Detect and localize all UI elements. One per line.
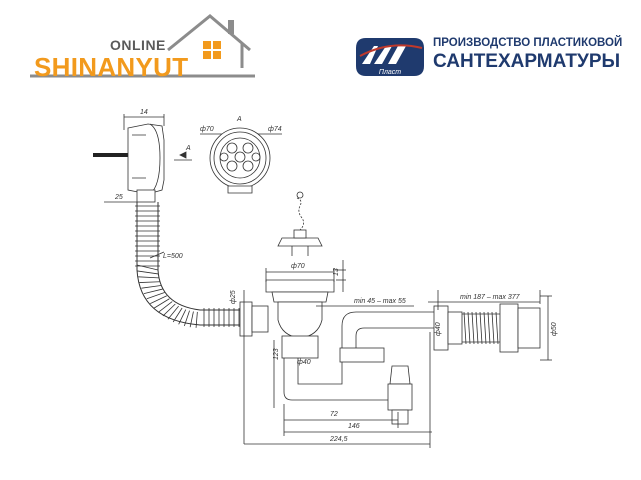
arrow-a-label: A — [185, 145, 191, 152]
hose-rib — [195, 311, 198, 328]
outlet-rib — [475, 311, 479, 345]
trap — [281, 311, 434, 425]
hose-rib — [162, 303, 176, 317]
dim-l500: L=500 — [163, 253, 183, 260]
hose-rib — [183, 310, 190, 327]
maker-logo-text: Пласт — [379, 69, 401, 76]
dim-d70-top: ф70 — [200, 126, 214, 133]
maker-logo: Пласт — [356, 38, 424, 76]
hose-connector — [239, 290, 269, 444]
view-a-label: A — [236, 116, 242, 123]
dim-146: 146 — [348, 423, 360, 430]
dimension-lines — [244, 290, 541, 448]
dim-224-5: 224,5 — [329, 436, 348, 443]
shinanyut-logo — [30, 14, 255, 78]
dim-range-187-377: min 187 – max 377 — [460, 294, 521, 301]
dim-d40-right: ф40 — [435, 322, 442, 336]
hose-rib — [150, 295, 167, 304]
corrugated-hose — [136, 202, 240, 326]
outlet-rib — [483, 311, 487, 345]
dim-25-left: 25 — [114, 194, 123, 201]
hose-rib — [146, 292, 165, 300]
overflow-head-front — [200, 127, 282, 194]
hose-rib — [136, 264, 159, 271]
drain-body — [265, 260, 346, 339]
dim-13: 13 — [333, 268, 340, 276]
hose-rib — [138, 276, 159, 279]
hose-rib — [167, 305, 179, 320]
hose-rib — [143, 288, 163, 294]
brand-prefix: ONLINE — [110, 37, 166, 53]
outlet-rib — [487, 311, 491, 345]
hose-rib — [137, 270, 159, 275]
hose-rib — [141, 285, 162, 289]
outlet-rib — [491, 311, 495, 345]
outlet-rib — [495, 311, 499, 345]
overflow-head-side — [93, 114, 165, 203]
dim-72: 72 — [330, 411, 338, 418]
outlet-rib — [467, 311, 471, 345]
hose-rib — [172, 307, 183, 323]
house-icon — [167, 14, 251, 52]
drain-plug — [277, 191, 323, 256]
outlet-rib — [463, 311, 467, 345]
outlet-rib — [479, 311, 483, 345]
dim-14: 14 — [140, 109, 148, 116]
dim-d25-vert: ф25 — [230, 290, 237, 304]
hose-ribs — [135, 205, 240, 328]
dim-d74: ф74 — [268, 126, 282, 133]
dim-range-45-55: min 45 – max 55 — [354, 298, 406, 305]
dim-d50: ф50 — [551, 322, 558, 336]
hose-rib — [189, 311, 194, 328]
hose-rib — [153, 298, 170, 309]
outlet-rib — [471, 311, 475, 345]
hose-rib — [158, 301, 173, 313]
maker-line1: ПРОИЗВОДСТВО ПЛАСТИКОВОЙ — [433, 37, 623, 49]
outlet-ribs — [462, 311, 500, 345]
hose-rib — [178, 309, 187, 325]
brand-name: SHINANYUT — [34, 52, 189, 82]
dim-123: 123 — [273, 348, 280, 360]
dim-d70-mid: ф70 — [291, 263, 305, 270]
dim-d40-bottom: ф40 — [297, 359, 311, 366]
hose-rib — [139, 281, 160, 283]
outlet-connector — [433, 295, 552, 361]
maker-line2: САНТЕХАРМАТУРЫ — [433, 51, 621, 72]
